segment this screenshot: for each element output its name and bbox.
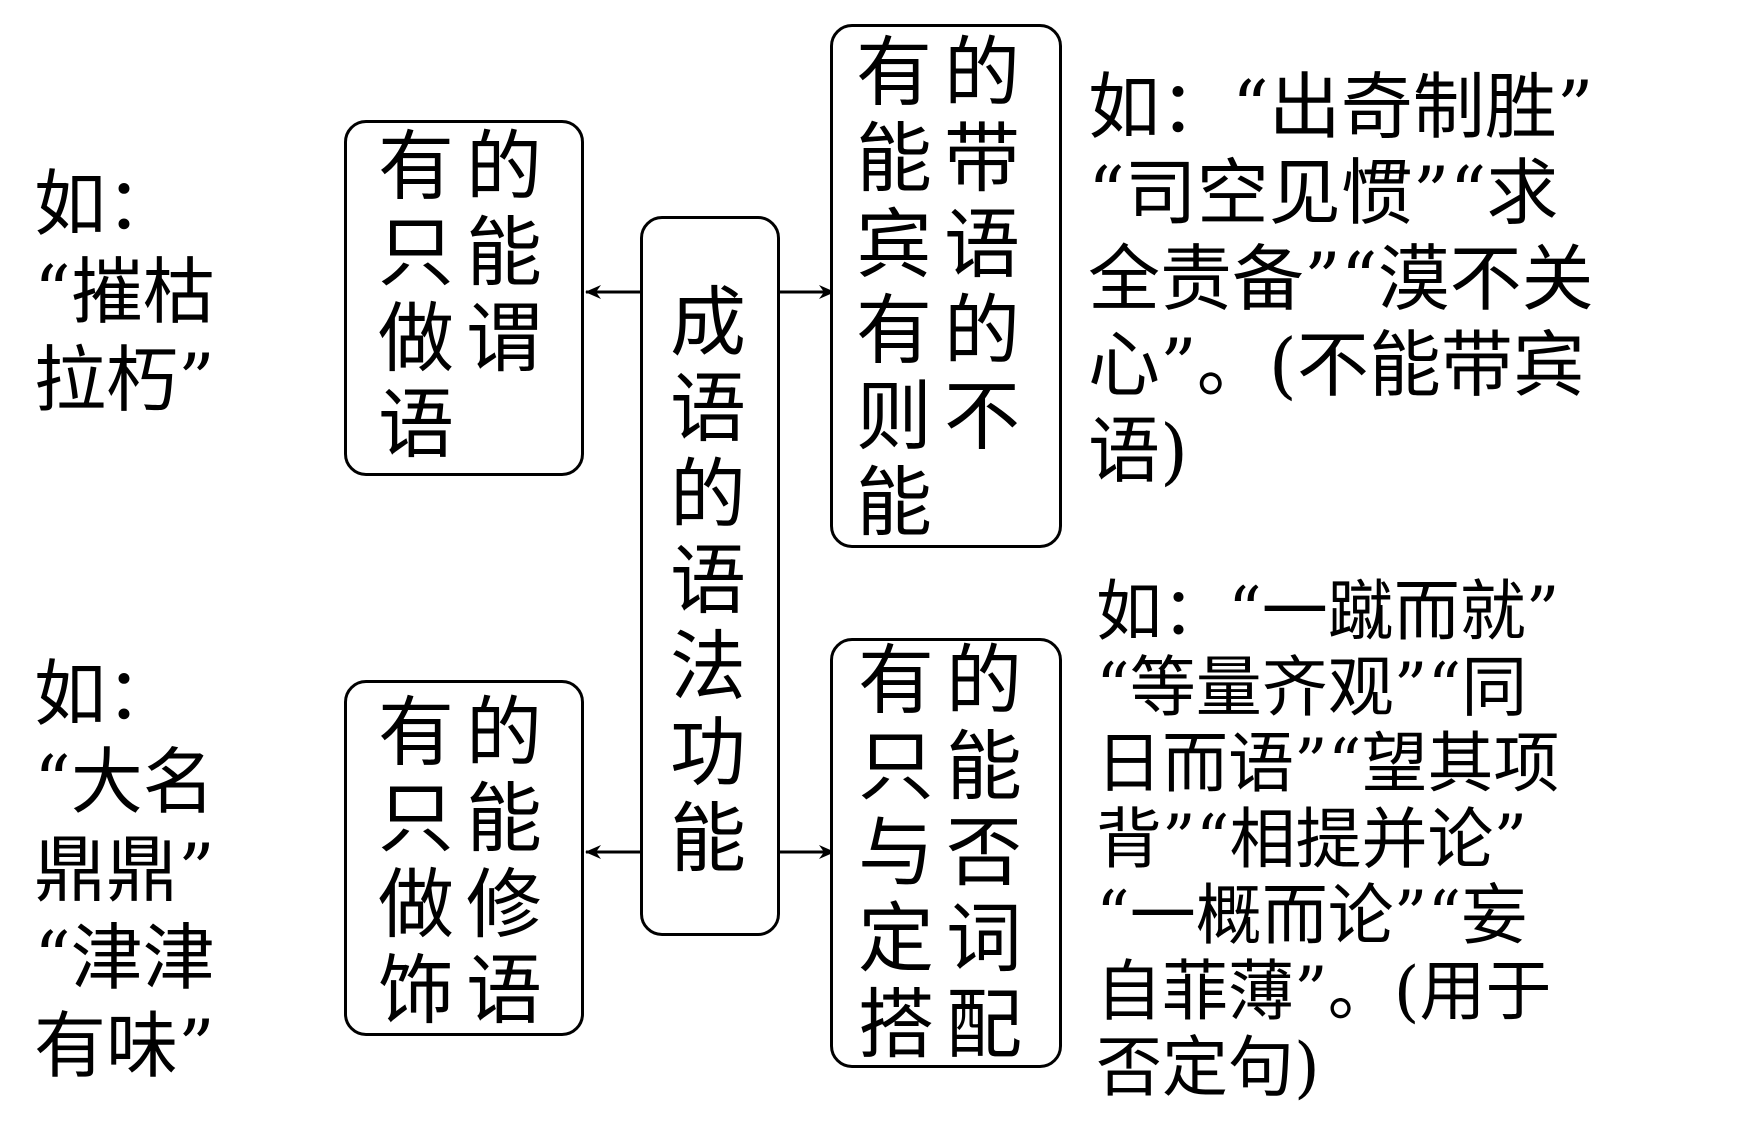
example-bottom-left: 如： “大名 鼎鼎” “津津 有味”: [34, 652, 215, 1088]
bottom-right-box: [830, 638, 1062, 1068]
top-right-box-text: 有的 能带 宾语 有的 则不 能: [856, 28, 1032, 547]
center-label: 成 语 的 语 法 功 能: [670, 278, 758, 883]
top-left-box-text: 有的 只能 做谓 语: [378, 122, 554, 469]
center-box: [640, 216, 780, 936]
example-top-right: 如：“出奇制胜” “司空见惯”“求 全责备”“漠不关 心”。(不能带宾 语): [1088, 65, 1594, 493]
example-bottom-right: 如：“一蹴而就” “等量齐观”“同 日而语”“望其项 背”“相提并论” “一概而…: [1096, 573, 1560, 1106]
bottom-left-box: [344, 680, 584, 1036]
top-right-box: [830, 24, 1062, 548]
bottom-right-box-text: 有的 只能 与否 定词 搭配: [858, 636, 1034, 1069]
top-left-box: [344, 120, 584, 476]
bottom-left-box-text: 有的 只能 做修 饰语: [378, 688, 554, 1035]
example-top-left: 如： “摧枯 拉朽”: [34, 162, 215, 422]
